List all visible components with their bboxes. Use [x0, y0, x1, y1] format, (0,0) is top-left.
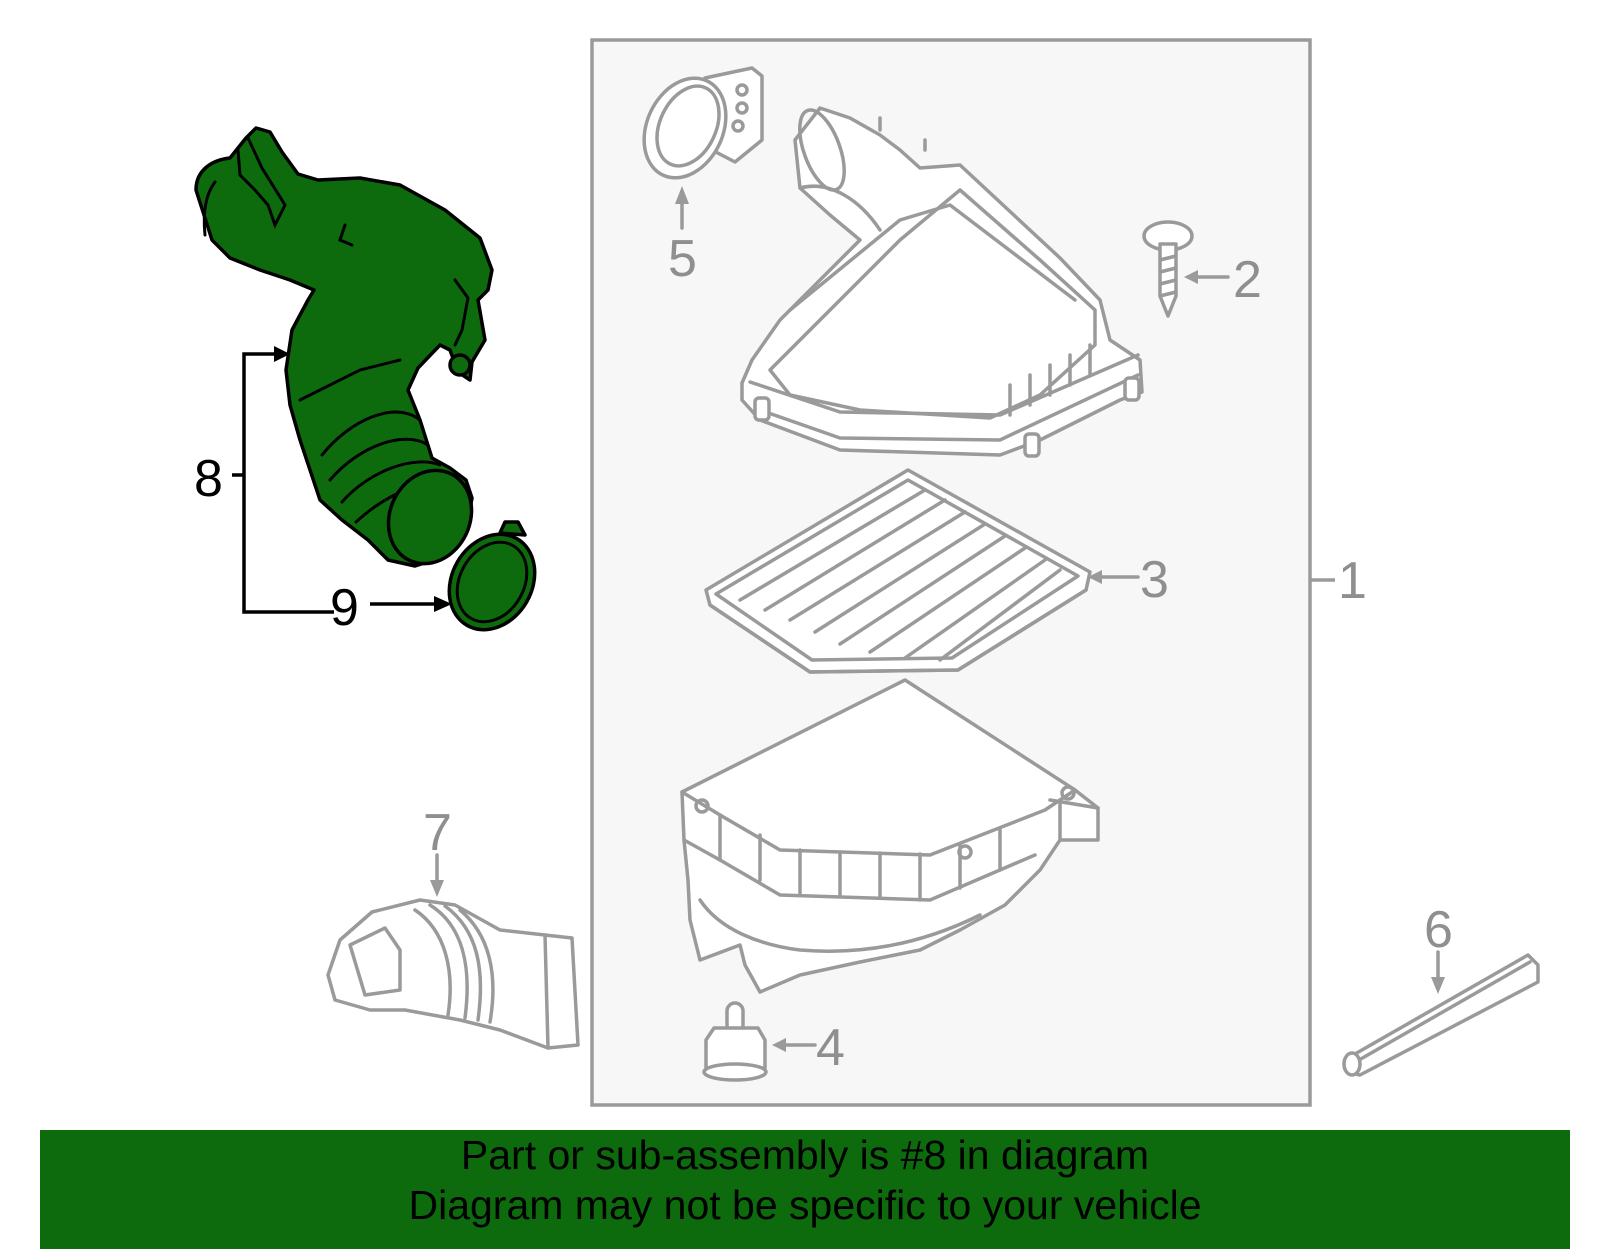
callout-8-9-bracket [232, 346, 452, 614]
notice-banner: Part or sub-assembly is #8 in diagram Di… [40, 1130, 1570, 1249]
part-4-grommet [702, 1001, 768, 1082]
notice-line-part-number: Part or sub-assembly is #8 in diagram [460, 1132, 1150, 1178]
part-5-flange [642, 66, 764, 180]
callout-3-arrowhead [1088, 570, 1102, 584]
callout-4-arrowhead [772, 1038, 786, 1052]
notice-line-disclaimer: Diagram may not be specific to your vehi… [408, 1182, 1202, 1228]
callout-3: 3 [1140, 551, 1169, 609]
notice-banner-background [40, 1130, 1570, 1249]
part-6-seal-strip [1342, 953, 1540, 1077]
callout-6: 6 [1424, 901, 1453, 959]
callout-7: 7 [423, 804, 452, 862]
callout-2: 2 [1233, 251, 1262, 309]
part-3-filter-element [704, 468, 1092, 674]
callout-1: 1 [1338, 552, 1367, 610]
callout-8: 8 [194, 450, 223, 508]
callout-4: 4 [816, 1019, 845, 1077]
callout-9: 9 [330, 579, 359, 637]
callout-5-arrowhead [675, 186, 689, 204]
part-9-clamp [447, 520, 537, 632]
callout-6-arrowhead [1431, 977, 1445, 994]
callout-7-arrowhead [430, 880, 444, 897]
part-air-cleaner-cover [740, 106, 1144, 458]
callout-2-arrowhead [1184, 270, 1198, 284]
part-air-cleaner-housing [680, 678, 1100, 994]
part-7-intake-duct [326, 898, 580, 1050]
part-8-intake-hose [194, 126, 494, 568]
callout-5: 5 [668, 230, 697, 288]
part-2-screw [1142, 220, 1194, 318]
